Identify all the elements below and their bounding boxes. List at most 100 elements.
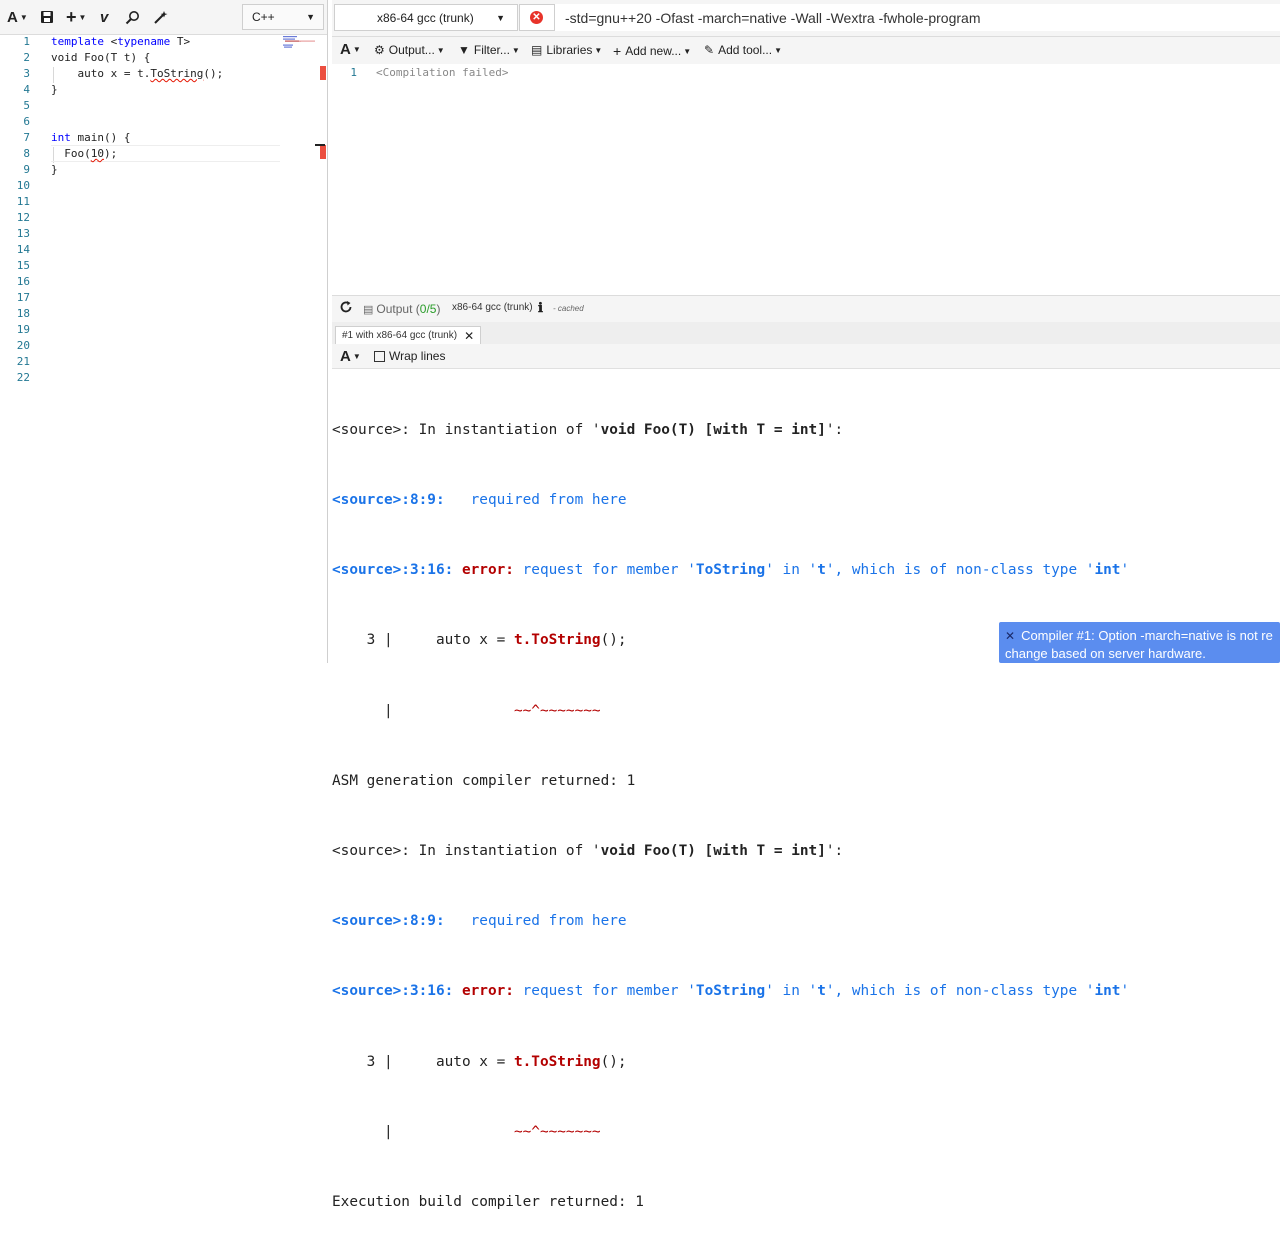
source-location-link[interactable]: <source>:8:9: — [332, 913, 445, 930]
line-number: 14 — [16, 243, 30, 256]
language-select[interactable]: C++ ▼ — [242, 4, 324, 30]
line-number: 13 — [16, 227, 30, 240]
output-text: ' — [1120, 983, 1130, 1000]
compiler-output[interactable]: <source>: In instantiation of 'void Foo(… — [332, 372, 1280, 1210]
source-editor-pane — [0, 0, 328, 663]
code-line: auto x = t.ToString(); — [51, 67, 223, 80]
tab-title: #1 with x86-64 gcc (trunk) — [342, 330, 458, 341]
minimap[interactable] — [283, 36, 317, 48]
line-number: 5 — [23, 99, 30, 112]
line-number: 6 — [23, 115, 30, 128]
output-toolbar: A▼ Wrap lines — [332, 344, 1280, 369]
libraries-menu-label: Libraries — [546, 43, 593, 57]
toast-first-line: ✕ Compiler #1: Option -march=native is n… — [1005, 628, 1280, 643]
output-text: (); — [600, 1053, 627, 1070]
source-location-link[interactable]: <source>:3:16: — [332, 983, 454, 1000]
asm-line-number: 1 — [350, 66, 357, 79]
code-line: } — [51, 163, 58, 176]
output-text: request for member ' — [513, 562, 696, 579]
code-line: Foo(10); — [51, 147, 117, 160]
output-text: ' — [1120, 562, 1130, 579]
output-text: t.ToString — [513, 1053, 601, 1070]
magic-wand-icon[interactable] — [153, 6, 168, 28]
toast-message-continued: change based on server hardware. — [1005, 646, 1206, 661]
add-pane-button[interactable]: +▼ — [66, 6, 87, 27]
compiler-options-input[interactable]: -std=gnu++20 -Ofast -march=native -Wall … — [555, 4, 1280, 31]
error-status-icon[interactable]: ✕ — [530, 11, 543, 24]
save-icon[interactable] — [40, 6, 54, 28]
output-text: | — [332, 702, 514, 719]
cached-label: - cached — [553, 304, 584, 313]
current-line-highlight — [51, 145, 280, 162]
checkbox-icon[interactable] — [374, 350, 385, 362]
code-token: T> — [170, 35, 191, 48]
code-token: Foo( — [51, 147, 91, 160]
wrap-lines-toggle[interactable]: Wrap lines — [374, 349, 445, 363]
file-icon: ▤ — [363, 303, 374, 316]
source-location-link[interactable]: <source>:8:9: — [332, 492, 445, 509]
line-number: 8 — [23, 147, 30, 160]
output-count: 0/5 — [419, 302, 437, 316]
line-number: 4 — [23, 83, 30, 96]
output-menu[interactable]: ⚙Output...▼ — [374, 43, 445, 57]
line-number: 16 — [16, 275, 30, 288]
refresh-icon[interactable] — [339, 300, 353, 314]
notification-toast[interactable]: ✕ Compiler #1: Option -march=native is n… — [999, 622, 1280, 663]
output-close-paren: ) — [436, 302, 441, 316]
output-line: | ~~^~~~~~~~ — [332, 700, 1280, 723]
filter-menu[interactable]: ▼Filter...▼ — [458, 43, 520, 57]
code-editor[interactable]: 1 2 3 4 5 6 7 8 9 10 11 12 13 14 15 16 1… — [0, 34, 327, 663]
filter-icon: ▼ — [458, 43, 470, 57]
tab-compiler-output[interactable]: #1 with x86-64 gcc (trunk) ✕ — [335, 326, 482, 344]
wrap-lines-label: Wrap lines — [389, 349, 446, 363]
error-label: error: — [461, 562, 514, 579]
font-size-button[interactable]: A▼ — [340, 348, 361, 365]
code-line: int main() { — [51, 131, 130, 144]
code-line: template <typename T> — [51, 35, 190, 48]
output-text: t — [817, 562, 826, 579]
asm-compilation-failed: <Compilation failed> — [376, 66, 509, 79]
assembly-view[interactable] — [332, 64, 1280, 294]
line-number: 19 — [16, 323, 30, 336]
tab-strip — [332, 322, 1280, 344]
compiler-toolbar: A▼ ⚙Output...▼ ▼Filter...▼ ▤Libraries▼ +… — [332, 37, 1280, 65]
line-number: 1 — [23, 35, 30, 48]
output-text: ', which is of non-class type ' — [825, 983, 1095, 1000]
output-line: <source>:8:9: required from here — [332, 489, 1280, 512]
wrench-icon: ✎ — [704, 43, 715, 57]
cursor-marker — [315, 144, 325, 146]
font-label: A — [340, 41, 351, 58]
output-text: 3 | auto x = — [332, 1053, 514, 1070]
add-new-menu[interactable]: +Add new...▼ — [613, 43, 692, 59]
line-number: 21 — [16, 355, 30, 368]
code-token: (); — [203, 67, 224, 80]
font-size-button[interactable]: A▼ — [340, 41, 361, 58]
line-number: 20 — [16, 339, 30, 352]
output-text: | — [332, 1123, 514, 1140]
vim-mode-icon[interactable]: v — [100, 8, 109, 26]
code-line: } — [51, 83, 58, 96]
libraries-menu[interactable]: ▤Libraries▼ — [531, 43, 603, 57]
line-number: 18 — [16, 307, 30, 320]
source-location-link[interactable]: <source>:3:16: — [332, 562, 454, 579]
error-squiggle: ToString — [150, 67, 204, 80]
output-text: t.ToString — [513, 632, 601, 649]
toast-message: Compiler #1: Option -march=native is not… — [1021, 628, 1273, 643]
add-tool-menu[interactable]: ✎Add tool...▼ — [704, 43, 783, 57]
book-icon: ▤ — [531, 43, 543, 57]
output-button[interactable]: ▤ Output ( 0/5 ) — [363, 302, 440, 316]
search-icon[interactable] — [125, 6, 140, 28]
line-number: 10 — [16, 179, 30, 192]
font-label: A — [340, 348, 351, 365]
output-text: required from here — [444, 492, 627, 509]
close-icon[interactable]: ✕ — [1005, 628, 1016, 643]
font-size-button[interactable]: A▼ — [7, 8, 28, 26]
info-icon[interactable]: ℹ — [538, 300, 543, 315]
close-icon[interactable]: ✕ — [464, 328, 475, 343]
line-number: 22 — [16, 371, 30, 384]
output-line: | ~~^~~~~~~~ — [332, 1121, 1280, 1144]
output-line: <source>:3:16: error: request for member… — [332, 559, 1280, 582]
compiler-select[interactable]: x86-64 gcc (trunk) ▼ — [334, 4, 518, 31]
language-label: C++ — [252, 10, 275, 24]
chevron-down-icon: ▼ — [496, 12, 505, 23]
